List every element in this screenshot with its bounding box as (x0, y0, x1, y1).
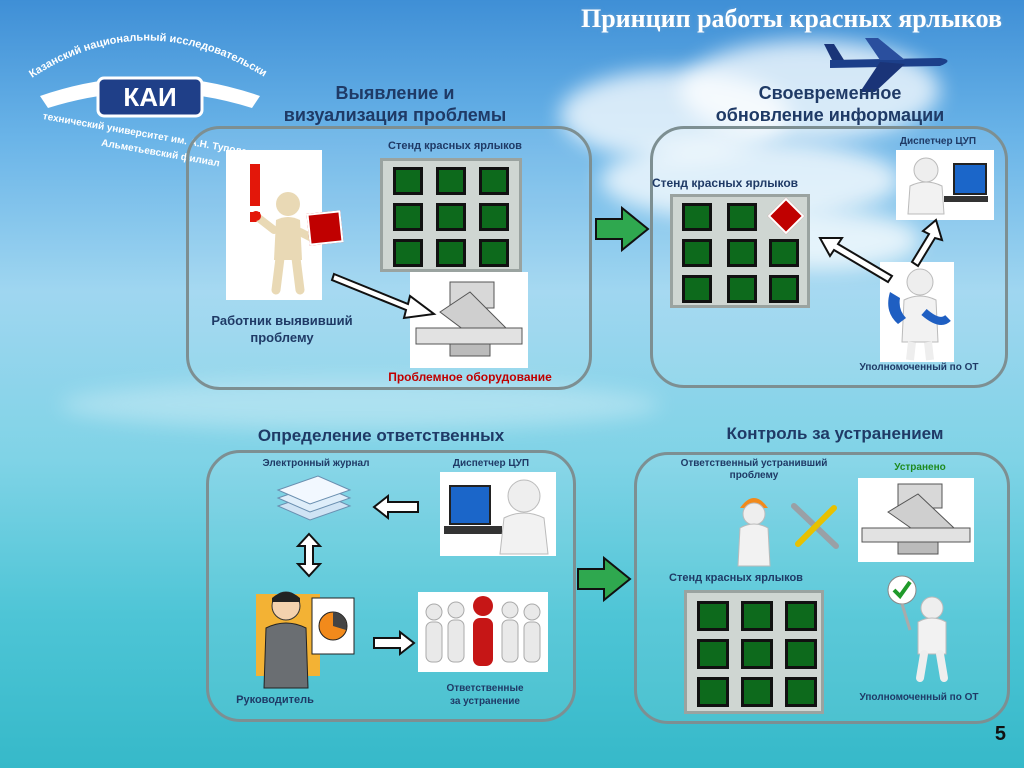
slide-title: Принцип работы красных ярлыков (581, 4, 1002, 33)
arrow-to-responsible (373, 629, 416, 657)
arrow-to-journal (372, 493, 419, 521)
journal-label: Электронный журнал (262, 458, 370, 469)
green-arrow (595, 205, 650, 253)
arrow-to-equipment (330, 272, 437, 320)
arrow-to-board (818, 237, 894, 284)
logo-mark: КАИ (123, 82, 176, 112)
airplane-icon (824, 38, 948, 92)
page-number: 5 (994, 723, 1006, 745)
manager-label: Руководитель (236, 694, 314, 706)
fixed-equipment-image (858, 478, 974, 562)
block3-dispatcher-label: Диспетчер ЦУП (452, 458, 530, 469)
block3-heading: Определение ответственных (257, 426, 505, 445)
equipment-label: Проблемное оборудование (388, 370, 552, 384)
block2-dispatcher-label: Диспетчер ЦУП (899, 136, 977, 147)
block4-ot-label: Уполномоченный по ОТ (859, 692, 979, 703)
equipment-image (410, 272, 528, 368)
manager-figure (250, 584, 360, 694)
university-logo: Казанский национальный исследовательский… (17, 9, 280, 169)
fixed-label: Устранено (894, 462, 946, 473)
ot-figure-phone (880, 262, 954, 362)
block4-heading: Контроль за устранением (726, 424, 944, 443)
worker-figure (226, 150, 322, 300)
svg-text:Казанский национальный исследо: Казанский национальный исследовательский (17, 9, 269, 80)
block2-ot-label: Уполномоченный по ОТ (859, 362, 979, 373)
block4-board-label: Стенд красных ярлыков (669, 572, 803, 584)
dispatcher-figure (896, 150, 994, 220)
block4-board (684, 590, 824, 714)
block1-board-label: Стенд красных ярлыков (388, 140, 522, 152)
green-arrow (577, 555, 632, 603)
block2-board (670, 194, 810, 308)
fixer-figure (732, 486, 842, 570)
logo-arc-text: Казанский национальный исследовательский (17, 9, 269, 80)
dispatcher-figure-2 (440, 472, 556, 556)
journal-icon (276, 475, 352, 521)
block1-board (380, 158, 522, 272)
block2-board-label: Стенд красных ярлыков (651, 176, 799, 190)
red-tag (306, 210, 344, 246)
ot-figure-check (884, 574, 964, 684)
responsible-group (418, 592, 548, 672)
arrow-to-dispatcher (910, 218, 944, 268)
double-arrow (295, 532, 323, 578)
